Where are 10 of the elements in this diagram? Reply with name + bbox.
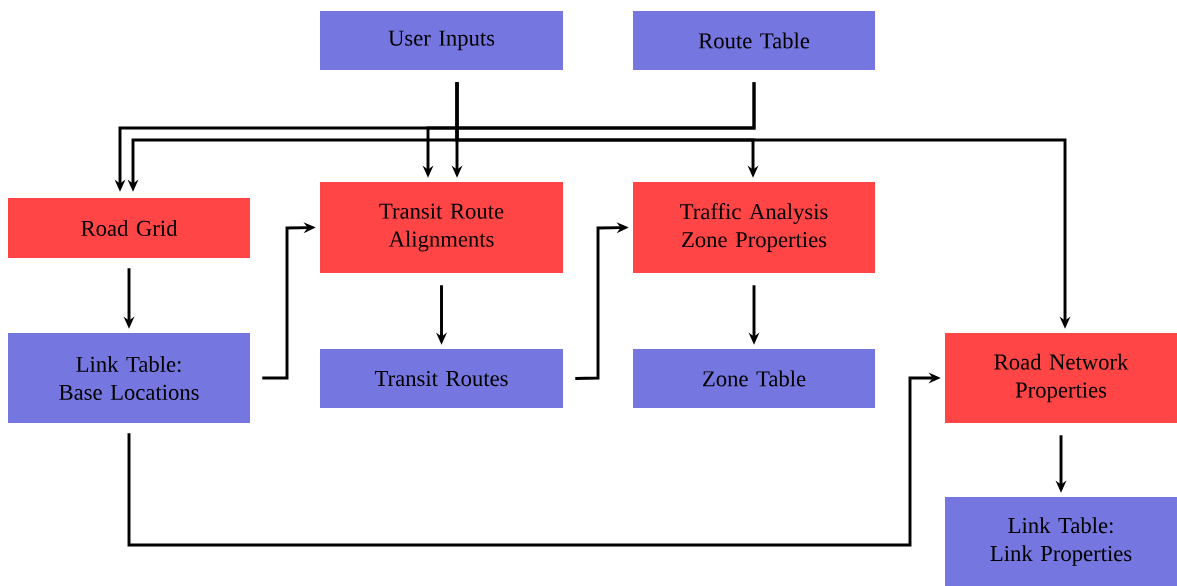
process-box: Transit Routes bbox=[320, 349, 563, 408]
process-box: Traffic Analysis Zone Properties bbox=[633, 182, 875, 273]
process-box: Link Table: Base Locations bbox=[8, 333, 250, 423]
process-box: Route Table bbox=[633, 11, 875, 70]
process-box: User Inputs bbox=[320, 11, 563, 70]
process-box: Link Table: Link Properties bbox=[945, 497, 1177, 586]
process-box: Zone Table bbox=[633, 349, 875, 408]
process-box: Road Network Properties bbox=[945, 333, 1177, 423]
process-box: Transit Route Alignments bbox=[320, 182, 563, 273]
process-box: Road Grid bbox=[8, 198, 250, 258]
